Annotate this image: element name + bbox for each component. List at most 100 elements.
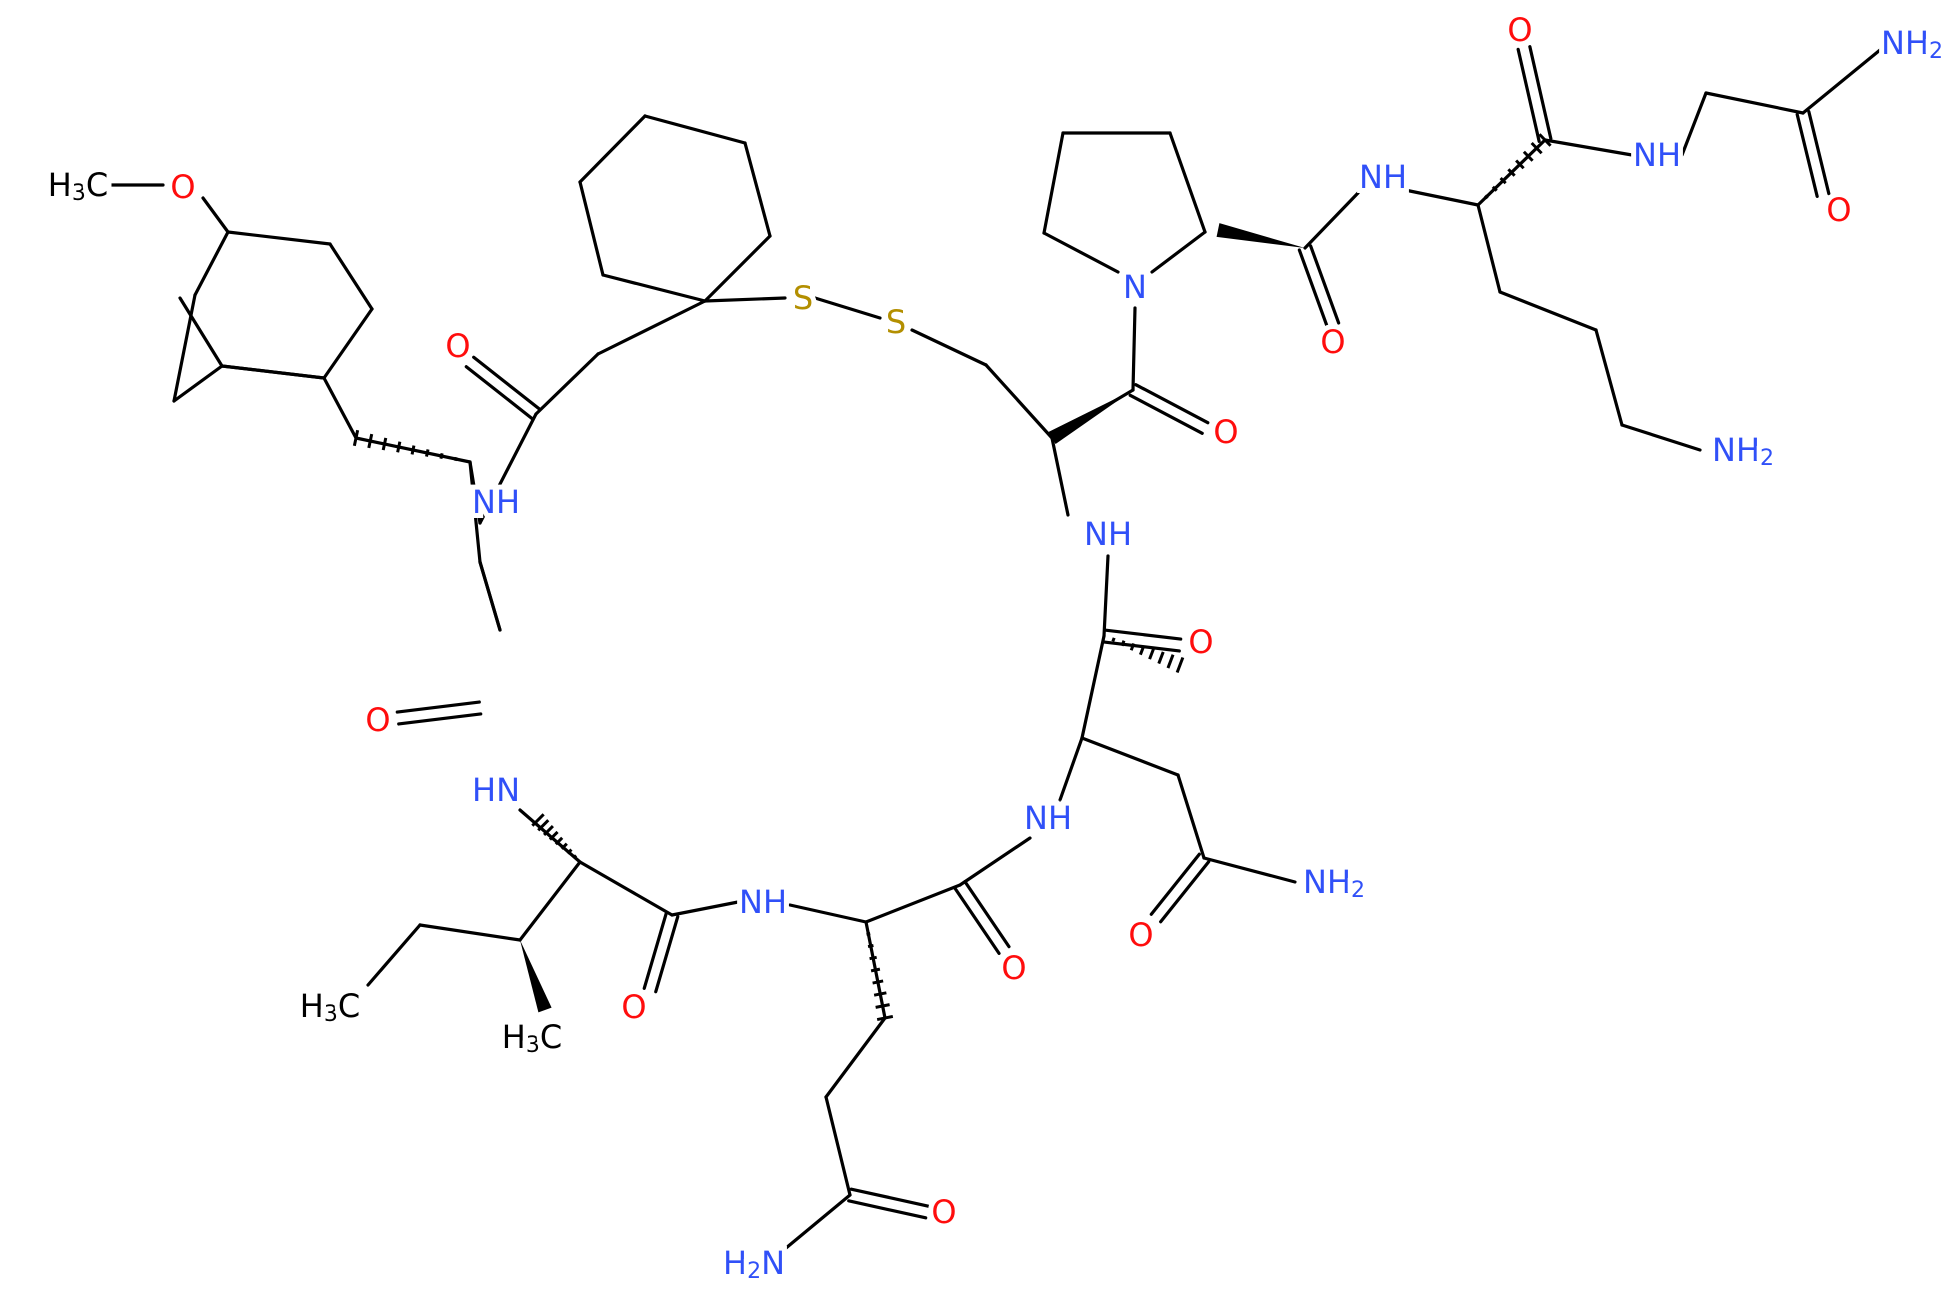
double-bond bbox=[472, 355, 542, 411]
hashed-bond-stroke bbox=[1157, 651, 1165, 665]
double-bond bbox=[1134, 383, 1210, 425]
hashed-bond-stroke bbox=[1530, 141, 1543, 155]
single-bond bbox=[601, 273, 707, 303]
hashed-bond-stroke bbox=[425, 449, 430, 457]
atom-label-o_gly_top: O bbox=[1507, 11, 1532, 49]
double-bond bbox=[1101, 640, 1181, 653]
hashed-bond-stroke bbox=[1522, 150, 1534, 162]
single-bond bbox=[578, 180, 605, 277]
double-bond bbox=[953, 886, 1001, 955]
single-bond bbox=[1102, 554, 1110, 638]
atom-label-ome: H3C bbox=[48, 166, 108, 206]
single-bond bbox=[1403, 188, 1480, 207]
atom-label-nh2_gly: NH2 bbox=[1881, 24, 1943, 64]
hashed-bond-stroke bbox=[1129, 642, 1136, 651]
single-bond bbox=[1303, 191, 1360, 250]
single-bond bbox=[824, 1095, 852, 1197]
atom-label-s1: S bbox=[793, 279, 813, 317]
hashed-bond-stroke bbox=[554, 836, 564, 846]
single-bond bbox=[958, 836, 1032, 887]
bond-layer bbox=[108, 45, 1882, 1255]
hashed-bond-stroke bbox=[1148, 648, 1155, 660]
single-bond bbox=[1704, 91, 1805, 115]
double-bond bbox=[1516, 47, 1541, 143]
hashed-bond-stroke bbox=[560, 842, 568, 850]
hashed-bond-stroke bbox=[439, 452, 444, 460]
single-bond bbox=[322, 307, 374, 380]
single-bond bbox=[910, 328, 988, 367]
single-bond bbox=[534, 352, 600, 416]
double-bond bbox=[395, 700, 481, 714]
double-bond bbox=[1309, 244, 1341, 325]
single-bond bbox=[813, 296, 882, 320]
atom-label-nh_ile: HN bbox=[472, 771, 520, 809]
double-bond bbox=[963, 880, 1011, 949]
atom-label-ch3_methyl: H3C bbox=[502, 1018, 562, 1058]
single-bond bbox=[1080, 634, 1106, 740]
single-bond bbox=[778, 1193, 852, 1255]
hashed-bond-stroke bbox=[1491, 185, 1498, 192]
hashed-bond-stroke bbox=[531, 813, 545, 827]
single-bond bbox=[1042, 131, 1065, 235]
wedge-bond bbox=[520, 940, 552, 1013]
single-bond bbox=[178, 296, 224, 368]
single-bond bbox=[220, 364, 326, 380]
single-bond bbox=[193, 230, 230, 297]
hashed-bond-stroke bbox=[1166, 654, 1175, 669]
atom-label-nh2_orn: NH2 bbox=[1712, 431, 1774, 471]
double-bond bbox=[1795, 112, 1819, 199]
hashed-bond-stroke bbox=[1111, 637, 1116, 642]
atom-label-nh_gly: NH bbox=[1633, 136, 1681, 174]
atom-label-o_tyr_co_top: O bbox=[445, 327, 470, 365]
hashed-bond-stroke bbox=[367, 433, 374, 449]
single-bond bbox=[1202, 856, 1297, 884]
double-bond bbox=[1149, 852, 1201, 916]
single-bond bbox=[1058, 736, 1084, 802]
atom-label-o_ile_co: O bbox=[621, 988, 646, 1026]
atom-label-o_asn_side: O bbox=[1128, 916, 1153, 954]
single-bond bbox=[1050, 436, 1070, 517]
wedge-bond bbox=[1048, 390, 1133, 445]
single-bond bbox=[201, 196, 230, 234]
single-bond bbox=[984, 363, 1054, 440]
atom-label-nh_asn: NH bbox=[1024, 799, 1072, 837]
double-bond bbox=[397, 712, 483, 726]
atom-label-s2: S bbox=[886, 303, 906, 341]
single-bond bbox=[172, 293, 197, 403]
hashed-bond-stroke bbox=[869, 955, 877, 961]
atom-label-nh_orn: NH bbox=[1359, 158, 1407, 196]
double-bond bbox=[1103, 628, 1183, 641]
single-bond bbox=[172, 364, 224, 403]
single-bond bbox=[1042, 231, 1120, 274]
single-bond bbox=[824, 1016, 887, 1099]
single-bond bbox=[578, 114, 647, 184]
atom-label-nh_gln: NH bbox=[739, 883, 787, 921]
hashed-bond-stroke bbox=[870, 967, 881, 973]
double-bond bbox=[642, 911, 668, 990]
atom-label-o_ome: O bbox=[170, 168, 195, 206]
hashed-bond-stroke bbox=[866, 932, 871, 936]
single-bond bbox=[478, 560, 502, 632]
hashed-bond-stroke bbox=[1515, 159, 1525, 170]
atom-label-nh_tyr: NH bbox=[472, 483, 520, 521]
atom-label-ch3_ethyl: H3C bbox=[300, 987, 360, 1027]
single-bond bbox=[322, 376, 358, 440]
single-bond bbox=[1176, 773, 1206, 860]
hashed-bond-stroke bbox=[1483, 194, 1489, 200]
hashed-bond-stroke bbox=[548, 830, 559, 841]
double-bond bbox=[1807, 109, 1831, 196]
single-bond bbox=[1620, 423, 1702, 452]
double-bond bbox=[847, 1199, 928, 1220]
single-bond bbox=[1476, 203, 1502, 294]
hashed-bond-stroke bbox=[872, 979, 884, 985]
atom-label-o_pro_co: O bbox=[1213, 413, 1238, 451]
hashed-bond-stroke bbox=[1120, 640, 1126, 647]
single-bond bbox=[1498, 290, 1598, 332]
atom-label-o_gly_bot: O bbox=[1826, 191, 1851, 229]
atom-label-nh_cys: NH bbox=[1084, 515, 1132, 553]
hashed-bond-stroke bbox=[875, 1003, 890, 1009]
single-bond bbox=[703, 234, 772, 303]
single-bond bbox=[226, 230, 332, 246]
